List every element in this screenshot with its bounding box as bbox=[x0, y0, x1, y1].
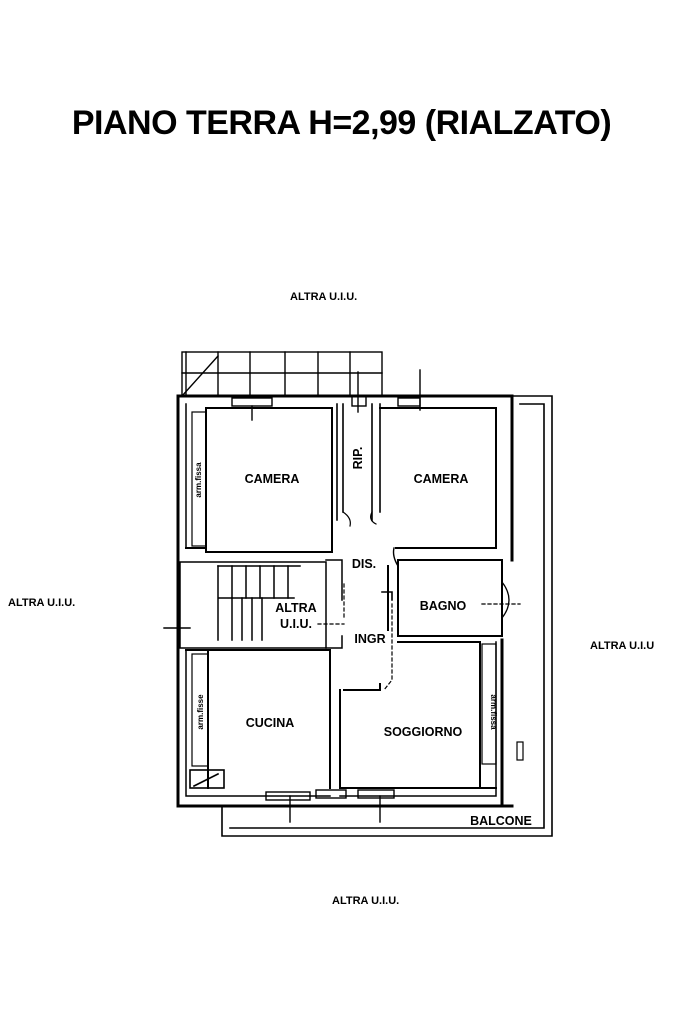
bagno-walls bbox=[387, 559, 503, 637]
floor-plan-lines bbox=[163, 351, 553, 837]
soggiorno-walls bbox=[339, 641, 497, 789]
wardrobe-soggiorno bbox=[481, 643, 497, 765]
room-label-camera-left: CAMERA bbox=[245, 472, 300, 486]
dashed-boundaries bbox=[317, 583, 393, 691]
room-label-balcone: BALCONE bbox=[470, 814, 532, 828]
room-label-bagno: BAGNO bbox=[420, 599, 467, 613]
door-ingr bbox=[381, 591, 393, 601]
camera-right-walls bbox=[379, 407, 497, 549]
room-label-camera-right: CAMERA bbox=[414, 472, 469, 486]
windows-bottom bbox=[265, 789, 395, 823]
label-neighbor-bottom: ALTRA U.I.U. bbox=[332, 895, 400, 907]
kitchen-appliance bbox=[189, 769, 225, 789]
room-label-altra-line1: ALTRA bbox=[275, 601, 316, 615]
balcony-outline bbox=[221, 395, 553, 837]
room-label-altra-line2: U.I.U. bbox=[280, 617, 312, 631]
room-label-rip: RIP. bbox=[351, 447, 365, 470]
label-neighbor-top: ALTRA U.I.U. bbox=[290, 291, 358, 303]
room-label-cucina: CUCINA bbox=[246, 716, 295, 730]
bagno-window bbox=[481, 581, 521, 619]
wardrobe-camera-left bbox=[191, 411, 207, 547]
room-label-dis: DIS. bbox=[352, 557, 376, 571]
wardrobe-label-camera-left: arm.fissa bbox=[194, 462, 203, 498]
page-title: PIANO TERRA H=2,99 (RIALZATO) bbox=[71, 104, 612, 142]
room-label-soggiorno: SOGGIORNO bbox=[384, 725, 463, 739]
room-label-ingr: INGR bbox=[354, 632, 385, 646]
stairwell bbox=[179, 559, 343, 649]
label-neighbor-left: ALTRA U.I.U. bbox=[8, 597, 76, 609]
wardrobe-cucina bbox=[191, 653, 209, 767]
wardrobe-label-cucina: arm.fisse bbox=[196, 694, 205, 730]
rip-walls bbox=[336, 403, 381, 521]
radiator-balcone bbox=[516, 741, 524, 761]
doors-rip bbox=[342, 511, 377, 527]
wardrobe-label-soggiorno: arm.fissa bbox=[489, 694, 498, 730]
external-stair-grid bbox=[181, 351, 383, 397]
door-dis bbox=[392, 547, 399, 567]
windows-top bbox=[231, 369, 421, 421]
label-neighbor-right: ALTRA U.I.U bbox=[590, 640, 655, 652]
